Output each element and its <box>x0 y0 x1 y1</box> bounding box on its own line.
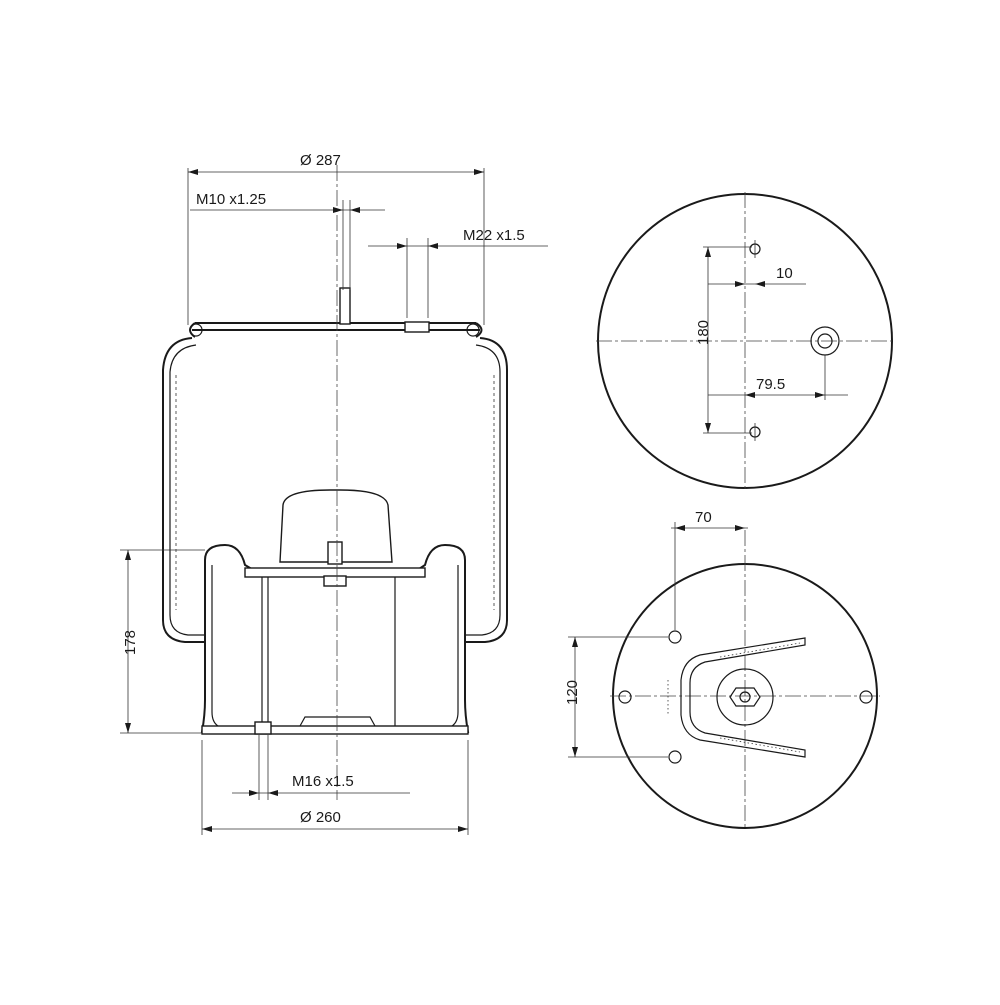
m10-arrow-left <box>333 207 343 213</box>
bottom-plate <box>201 725 469 735</box>
dia260-arrow-left <box>202 826 212 832</box>
m22-arrow-right <box>428 243 438 249</box>
side-view: Ø 287 M10 x1.25 M22 x1.5 178 M16 x1.5 <box>120 152 548 835</box>
bottom-center-bolt <box>739 691 751 703</box>
m22-label: M22 x1.5 <box>463 227 525 244</box>
bumper-nut <box>323 575 347 587</box>
d120-label: 120 <box>564 680 581 705</box>
piston-tube <box>261 577 396 730</box>
bottom-center-boss <box>716 668 774 726</box>
d795-label: 79.5 <box>756 376 785 393</box>
h178-label: 178 <box>122 630 139 655</box>
bottom-slot-left <box>618 690 632 704</box>
bottom-bolt-head <box>254 721 272 735</box>
bottom-hole-upper <box>668 630 682 644</box>
d70-arrow-right <box>735 525 745 531</box>
m22-arrow-left <box>397 243 407 249</box>
bottom-clip <box>680 637 806 758</box>
m16-arrow-left <box>249 790 259 796</box>
top-view: 180 10 79.5 <box>596 192 893 490</box>
dia287-label: Ø 287 <box>300 152 341 169</box>
dia287-arrow-right <box>474 169 484 175</box>
d10-arrow-right <box>755 281 765 287</box>
dia260-arrow-right <box>458 826 468 832</box>
bottom-slot-right <box>859 690 873 704</box>
top-port <box>404 321 430 333</box>
top-stud <box>339 287 351 325</box>
bottom-center-nut <box>729 687 761 707</box>
m10-label: M10 x1.25 <box>196 191 266 208</box>
m16-arrow-right <box>268 790 278 796</box>
bumper-stop <box>279 489 393 563</box>
bottom-view: 70 120 <box>564 509 880 830</box>
bumper-bolt <box>327 541 343 565</box>
d180-arrow-top <box>705 247 711 257</box>
d70-label: 70 <box>695 509 712 526</box>
d180-label: 180 <box>695 320 712 345</box>
d70-arrow-left <box>675 525 685 531</box>
top-port-inner <box>817 333 833 349</box>
dia260-label: Ø 260 <box>300 809 341 826</box>
m16-label: M16 x1.5 <box>292 773 354 790</box>
left-bead-roll <box>189 323 203 337</box>
dia287-arrow-left <box>188 169 198 175</box>
d120-arrow-bottom <box>572 747 578 757</box>
clip-serration <box>667 642 801 753</box>
d795-arrow-right <box>815 392 825 398</box>
bellows-inner <box>169 344 501 636</box>
d795-arrow-left <box>745 392 755 398</box>
d10-label: 10 <box>776 265 793 282</box>
top-bead-plate <box>189 322 483 338</box>
d10-arrow-left <box>735 281 745 287</box>
bottom-hole-lower <box>668 750 682 764</box>
right-bead-roll <box>466 323 480 337</box>
bellows-outline <box>162 337 508 643</box>
d180-arrow-bottom <box>705 423 711 433</box>
piston-inner-wall <box>211 565 459 727</box>
m10-arrow-right <box>350 207 360 213</box>
bottom-recess <box>299 716 376 727</box>
d120-arrow-top <box>572 637 578 647</box>
h178-arrow-top <box>125 550 131 560</box>
h178-arrow-bottom <box>125 723 131 733</box>
